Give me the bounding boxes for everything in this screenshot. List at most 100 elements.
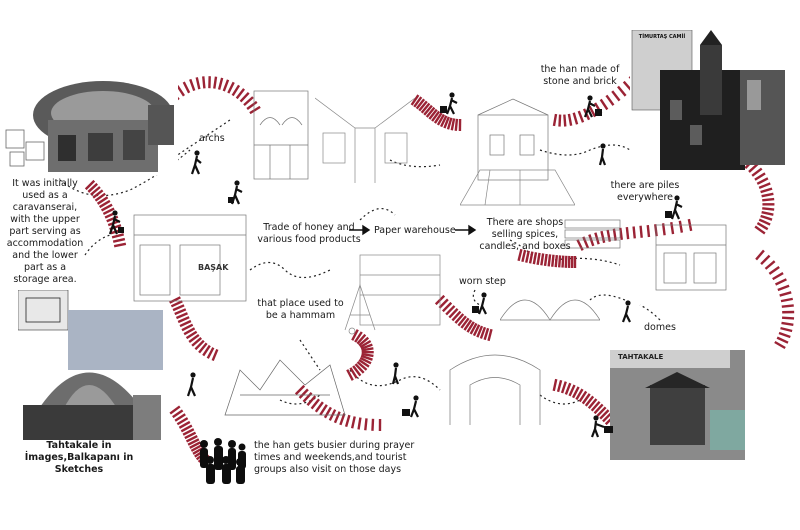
hatch-mark xyxy=(179,319,192,328)
cart-person-icon xyxy=(590,415,613,438)
hatch-mark xyxy=(594,232,600,245)
hatch-mark xyxy=(528,251,534,264)
hatch-mark xyxy=(578,390,588,403)
hatch-mark xyxy=(172,409,184,419)
hatch-mark xyxy=(202,76,206,89)
hatch-mark xyxy=(185,330,198,340)
hatch-mark xyxy=(454,313,465,324)
hatch-mark xyxy=(754,172,766,181)
hatch-mark xyxy=(413,96,423,108)
hatch-mark xyxy=(445,305,456,316)
walking-person-icon xyxy=(391,362,400,385)
hatch-mark xyxy=(344,414,351,428)
hatch-mark xyxy=(246,100,258,110)
hatch-mark xyxy=(239,91,250,103)
hatch-mark xyxy=(466,321,475,333)
hatch-mark xyxy=(428,108,438,120)
walking-person-icon xyxy=(186,372,197,397)
hatch-mark xyxy=(198,342,208,354)
walking-person-icon xyxy=(621,300,631,323)
hatch-mark xyxy=(758,182,771,190)
hammam-sketch xyxy=(224,359,346,416)
hatch-mark xyxy=(777,284,790,292)
hatch-mark xyxy=(625,227,630,240)
hatch-mark xyxy=(600,230,606,244)
hatch-mark xyxy=(450,118,456,131)
hatch-mark xyxy=(436,113,445,126)
label-prayer: the han gets busier during prayer times … xyxy=(254,440,415,475)
hatch-mark xyxy=(319,404,328,416)
hatch-mark xyxy=(364,418,368,431)
hatch-mark xyxy=(572,112,579,125)
hatch-mark xyxy=(178,420,191,429)
hatch-mark xyxy=(314,401,324,413)
cart-person-icon xyxy=(665,195,683,220)
boxes-sketch xyxy=(5,129,45,167)
hatch-mark xyxy=(352,365,362,377)
hatch-mark xyxy=(187,438,200,446)
hatch-mark xyxy=(547,254,552,267)
label-caravanserai: It was initially used as a caravanserai,… xyxy=(6,178,84,285)
hatch-mark xyxy=(560,381,567,394)
hatch-mark xyxy=(113,242,127,248)
hatch-mark xyxy=(181,323,194,332)
crowd-icon xyxy=(200,438,246,484)
hatch-mark xyxy=(774,340,786,350)
hatch-mark xyxy=(194,339,205,351)
hatch-mark xyxy=(758,218,771,226)
hatch-mark xyxy=(357,417,362,430)
hatch-mark xyxy=(351,329,359,341)
shop-sign: BAŞAK xyxy=(198,263,229,272)
hatch-mark xyxy=(425,106,436,118)
piles-sketch xyxy=(655,224,727,291)
label-piles: there are piles everywhere xyxy=(610,180,680,203)
hatch-mark xyxy=(556,379,563,393)
hatch-mark xyxy=(410,94,420,106)
hatch-mark xyxy=(525,250,530,263)
hatch-mark xyxy=(646,224,651,238)
hatch-mark xyxy=(359,339,372,349)
hatch-mark xyxy=(195,77,201,90)
hatch-mark xyxy=(632,226,636,239)
hatch-mark xyxy=(760,254,771,265)
hatch-mark xyxy=(96,196,109,205)
hatch-mark xyxy=(483,327,490,341)
hatch-mark xyxy=(532,252,538,265)
hatch-mark xyxy=(540,253,545,266)
hatch-mark xyxy=(438,298,449,309)
hatch-mark xyxy=(593,403,604,415)
hatch-mark xyxy=(754,225,766,235)
hatch-mark xyxy=(358,336,370,347)
hatch-mark xyxy=(191,337,202,347)
hatch-mark xyxy=(302,392,313,403)
hatch-mark xyxy=(781,321,794,327)
hatch-mark xyxy=(454,118,459,131)
hatch-mark xyxy=(350,416,356,429)
hatch-mark xyxy=(185,434,198,443)
hatch-mark xyxy=(102,207,115,216)
hatch-mark xyxy=(111,233,124,239)
hatch-mark xyxy=(190,444,203,452)
hatch-mark xyxy=(552,113,558,127)
mosque-collage xyxy=(18,290,163,440)
hatch-mark xyxy=(605,94,615,106)
label-shops: There are shops selling spices, candles,… xyxy=(479,217,571,252)
hatch-mark xyxy=(189,441,201,449)
hatch-mark xyxy=(670,222,675,235)
tahtakale-sign: TAHTAKALE xyxy=(618,353,664,361)
hatch-mark xyxy=(581,393,591,405)
label-stone-brick: the han made of stone and brick xyxy=(540,64,620,87)
hatch-mark xyxy=(415,98,426,110)
hatch-mark xyxy=(106,215,119,223)
hatch-mark xyxy=(564,255,568,268)
walking-person-icon xyxy=(190,150,202,175)
hatch-mark xyxy=(543,253,548,267)
hatch-mark xyxy=(448,308,459,319)
domes-sketch xyxy=(500,299,600,321)
hatch-mark xyxy=(521,249,527,263)
hatch-mark xyxy=(217,77,224,90)
shop-sketch xyxy=(133,214,247,302)
hatch-mark xyxy=(779,291,792,297)
hatch-mark xyxy=(761,211,774,216)
